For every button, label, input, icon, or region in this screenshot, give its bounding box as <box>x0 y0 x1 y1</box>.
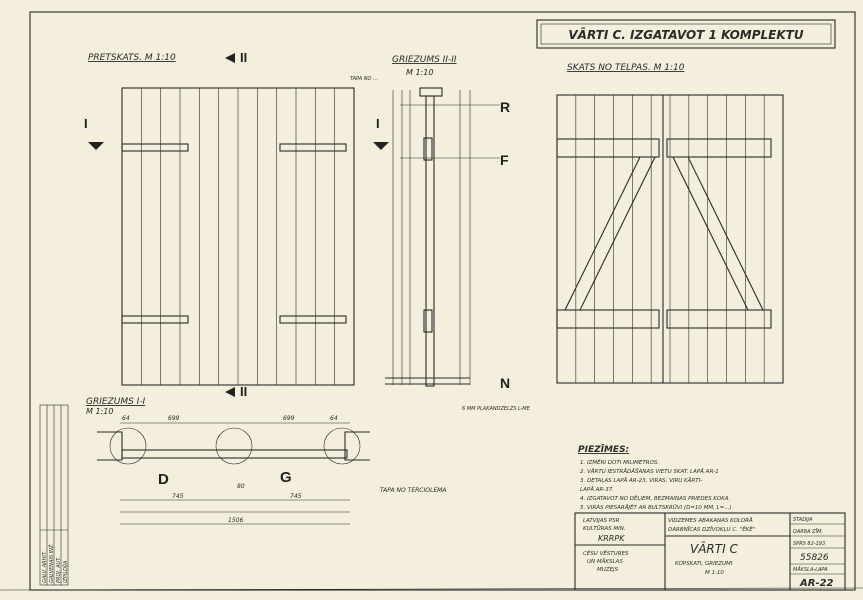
dim: 64 <box>122 415 130 422</box>
section-1-view: GRIEZUMS I-I M 1:10 D G 64 699 699 64 74… <box>86 397 446 525</box>
sheet-title: VĀRTI C <box>690 542 738 556</box>
label-r: R <box>500 99 510 115</box>
note-item: LAPĀ AR-37. <box>580 486 614 493</box>
cut-arrow-icon <box>88 142 104 150</box>
section-1-title: GRIEZUMS I-I <box>86 397 146 407</box>
section-1-note: TAPA NO TERCIOLEMA <box>380 487 446 494</box>
stage-value: DARBA ZĪM. <box>793 528 823 535</box>
label-n: N <box>500 375 510 391</box>
note-item: 5. VIRAS PIESARĀJĒT AR BULTSKRŪVI (D=10 … <box>580 504 732 511</box>
project-line: CĒSU VĒSTURES <box>583 550 629 557</box>
dim: 699 <box>283 415 295 422</box>
section-arrow-icon <box>225 387 235 397</box>
sheet-border <box>29 11 856 591</box>
dim: 745 <box>290 493 302 500</box>
front-view-title: PRETSKATS. M 1:10 <box>88 53 176 63</box>
sheet-subtitle: KOPSKATI, GRIEZUMI <box>675 561 733 567</box>
dim: 745 <box>172 493 184 500</box>
stamp-row: GALVENAIS INŽ. <box>47 543 55 583</box>
dim: 80 <box>237 483 245 490</box>
section-2-scale: M 1:10 <box>406 68 433 77</box>
code-label: SPRS 82-193 <box>793 541 825 547</box>
section-2-note-top: TAPA NO ... <box>350 76 378 82</box>
cut-mark-right: I <box>376 116 380 131</box>
org-line: KULTŪRAS MIN. <box>583 525 626 532</box>
stage-label: STADIJA <box>793 517 813 523</box>
dim: 1506 <box>228 517 243 524</box>
project-top-line: DARBNĪCAS DZĪVOKĻU C. "ĒKĒ" <box>668 526 755 533</box>
section-2-note-bottom: 6 MM PLAKANDZELZS L-ME <box>462 406 531 412</box>
stamp-row: PROJ. AUT. <box>56 557 62 583</box>
notes-heading: PIEZĪMES: <box>578 444 629 455</box>
section-2-title: GRIEZUMS II-II <box>392 55 457 65</box>
drawing-number: 55826 <box>800 553 829 563</box>
org-line: KRRPK <box>598 534 625 543</box>
project-line: UN MĀKSLAS <box>587 558 623 565</box>
section-1-scale: M 1:10 <box>86 407 113 416</box>
section-mark-bottom: II <box>240 384 247 399</box>
title-block: LATVIJAS PSR KULTŪRAS MIN. KRRPK CĒSU VĒ… <box>574 512 846 591</box>
dim: 64 <box>330 415 338 422</box>
note-item: 4. IZGATAVOT NO DĒĻIEM, BEZMAINAS PRIEDE… <box>580 495 731 502</box>
dim: 699 <box>168 415 180 422</box>
side-stamp: GALV. ARHIT. GALVENAIS INŽ. PROJ. AUT. I… <box>39 404 69 586</box>
hinge <box>121 143 347 324</box>
title-box-text: VĀRTI C. IZGATAVOT 1 KOMPLEKTU <box>568 28 803 42</box>
project-line: MUZEJS <box>597 567 619 573</box>
label-f: F <box>500 152 509 168</box>
sheet-number: AR-22 <box>799 578 834 589</box>
archive-label: MĀKSLA-LAPA <box>793 566 828 573</box>
sheet-scale: M 1:10 <box>705 570 724 576</box>
org-line: LATVIJAS PSR <box>583 518 620 524</box>
note-item: 3. DETAĻAS LAPĀ AR-23, VIRAS, VIRU KĀRTI… <box>580 477 702 484</box>
note-item: 2. VĀRTU IESTRĀDĀŠANAS VIETU SKAT. LAPĀ … <box>580 468 719 475</box>
front-view: PRETSKATS. M 1:10 II II I I <box>84 50 389 399</box>
stamp-row: IZPILDĪJA <box>62 560 69 583</box>
label-d: D <box>158 471 169 488</box>
back-view: SKATS NO TELPAS. M 1:10 <box>556 63 784 384</box>
section-mark-top: II <box>240 50 247 65</box>
note-item: 1. IZMĒRI DOTI MILIMETROS. <box>580 459 659 466</box>
section-arrow-icon <box>225 53 235 63</box>
cut-arrow-icon <box>373 142 389 150</box>
section-2-view: GRIEZUMS II-II M 1:10 TAPA NO ... R F N … <box>350 55 531 412</box>
stamp-row: GALV. ARHIT. <box>42 551 48 583</box>
back-view-title: SKATS NO TELPAS. M 1:10 <box>567 63 685 73</box>
cut-mark-left: I <box>84 116 88 131</box>
title-box: VĀRTI C. IZGATAVOT 1 KOMPLEKTU <box>536 19 836 49</box>
notes: PIEZĪMES: 1. IZMĒRI DOTI MILIMETROS. 2. … <box>578 444 732 511</box>
label-g: G <box>280 469 292 486</box>
project-top-line: VIDZEMES ABAKANAS KOLORĀ <box>668 517 753 524</box>
